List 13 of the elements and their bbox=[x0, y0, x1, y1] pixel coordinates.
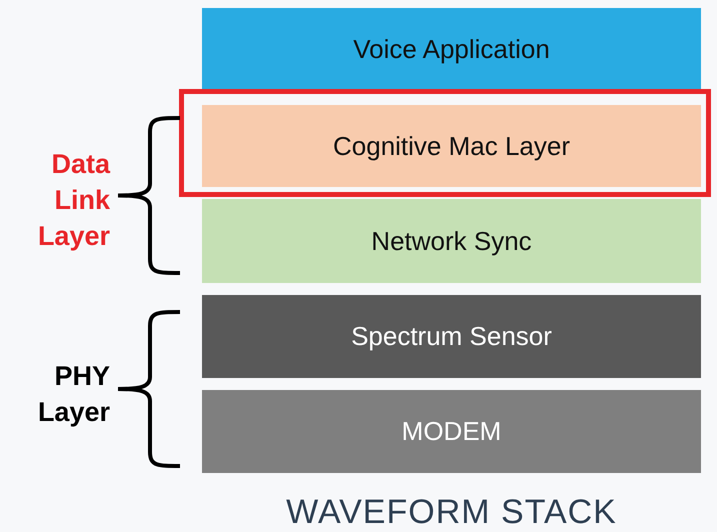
layer-name: Cognitive Mac Layer bbox=[333, 130, 570, 162]
layer-box bbox=[202, 199, 701, 283]
layer-group-label: Data Link Layer bbox=[36, 148, 110, 253]
layer-group-label: PHY Layer bbox=[36, 360, 110, 429]
layer-box bbox=[202, 105, 701, 187]
layer-name: MODEM bbox=[402, 415, 502, 448]
caption: WAVEFORM STACK bbox=[285, 492, 618, 532]
layer-name: Network Sync bbox=[371, 224, 532, 258]
layer-box bbox=[202, 390, 701, 473]
layer-name: Voice Application bbox=[353, 32, 550, 66]
layer-name: Spectrum Sensor bbox=[351, 320, 552, 353]
layer-box bbox=[202, 295, 701, 378]
layer-box bbox=[202, 8, 701, 90]
